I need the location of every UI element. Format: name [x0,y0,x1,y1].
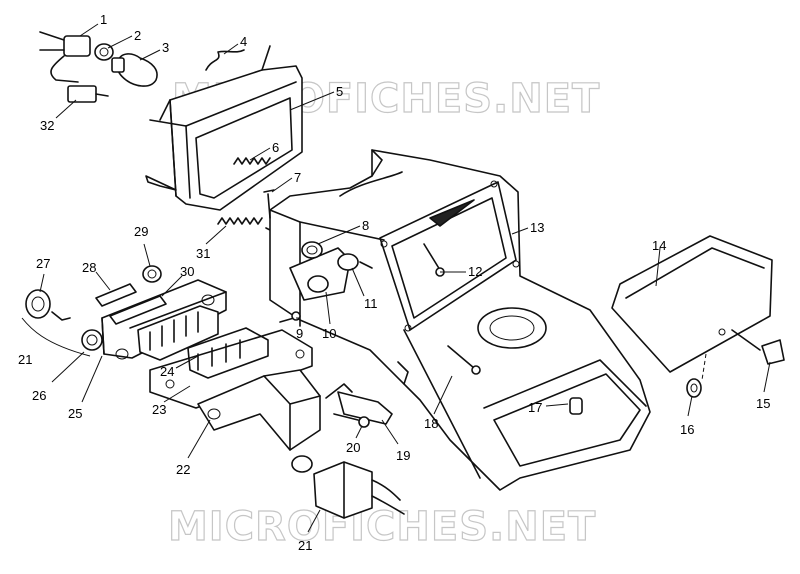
console-13 [269,149,651,491]
knob-15 [731,329,785,365]
callout-20: 20 [346,440,360,455]
callout-6: 6 [272,140,279,155]
callout-14: 14 [652,238,666,253]
switch-bracket-10 [289,241,373,301]
callout-21-bottom: 21 [298,538,312,553]
spring-6 [233,157,271,165]
washer-16 [686,378,702,398]
callout-7: 7 [294,170,301,185]
callout-31: 31 [196,246,210,261]
callout-22: 22 [176,462,190,477]
callout-1: 1 [100,12,107,27]
callout-19: 19 [396,448,410,463]
bolt-7 [263,189,275,219]
callout-23: 23 [152,402,166,417]
clip-17 [569,397,583,415]
callout-8: 8 [362,218,369,233]
callout-11: 11 [364,296,378,311]
callout-5: 5 [336,84,343,99]
watermark-bottom: MICROFICHES.NET [168,504,596,550]
callout-25: 25 [68,406,82,421]
bracket-line-21 [21,317,91,357]
callout-4: 4 [240,34,247,49]
callout-28: 28 [82,260,96,275]
knob-27 [25,289,71,321]
callout-21-left: 21 [18,352,32,367]
connector-32 [67,85,109,103]
ring-29 [142,265,162,283]
callout-9: 9 [296,326,303,341]
callout-15: 15 [756,396,770,411]
mounting-plate-23 [149,327,313,409]
switch-panel-25 [101,279,227,360]
callout-30: 30 [180,264,194,279]
callout-32: 32 [40,118,54,133]
wire-4 [205,49,245,71]
callout-29: 29 [134,224,148,239]
leader-lines [39,23,771,533]
callout-labels: 1 2 3 4 5 6 7 8 9 10 11 12 13 14 15 16 1… [18,12,770,553]
callout-26: 26 [32,388,46,403]
grommet-26 [81,329,103,351]
nut-20 [333,413,370,428]
callout-3: 3 [162,40,169,55]
switch-block-24 [137,305,219,361]
plug-21-bottom [291,455,405,519]
callout-17: 17 [528,400,542,415]
headlight-housing [145,45,303,211]
lamp-socket-1 [39,31,91,83]
cover-plate-14 [611,235,773,381]
switch-19 [325,383,393,425]
bolt-18 [447,345,481,375]
bracket-22 [197,369,321,451]
callout-18: 18 [424,416,438,431]
callout-10: 10 [322,326,336,341]
callout-13: 13 [530,220,544,235]
callout-12: 12 [468,264,482,279]
callout-16: 16 [680,422,694,437]
strip-30 [109,295,167,325]
bulb-3 [111,53,158,87]
callout-24: 24 [160,364,174,379]
callout-2: 2 [134,28,141,43]
strip-28 [95,283,137,307]
callout-27: 27 [36,256,50,271]
